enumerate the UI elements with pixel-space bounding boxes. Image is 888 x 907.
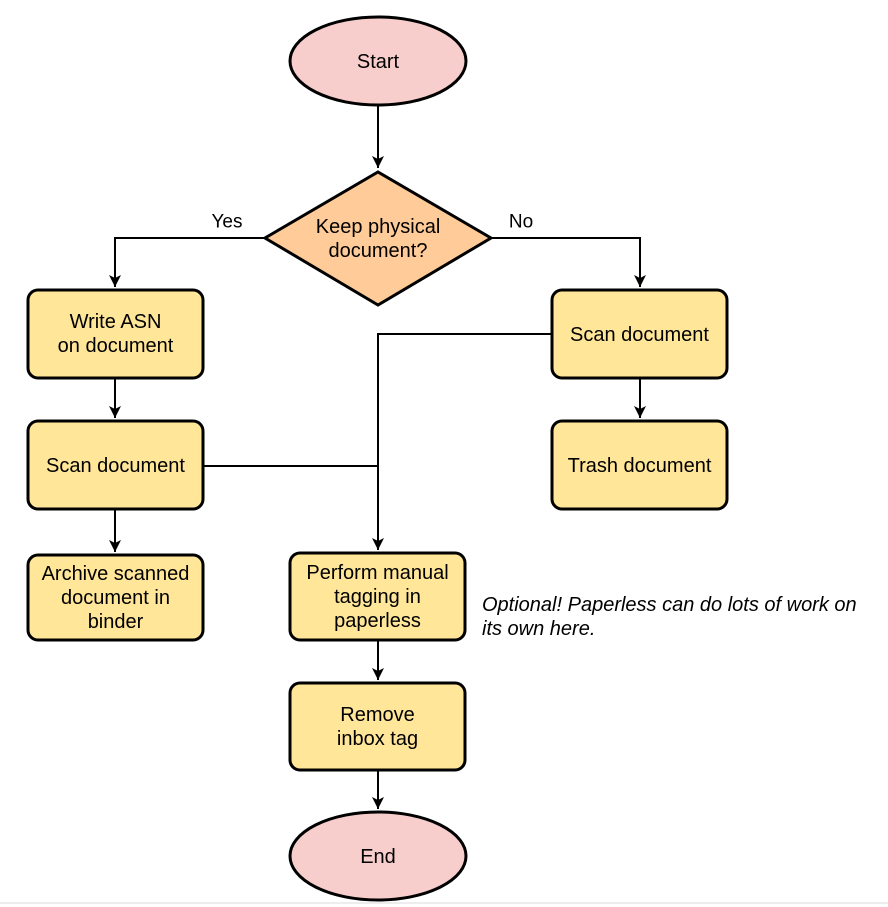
scan-right-label: Scan document	[570, 324, 709, 346]
annotation-line2: its own here.	[482, 618, 595, 640]
end-ellipse	[288, 810, 468, 902]
start-node: Start	[288, 15, 468, 107]
archive-label-line1: Archive scanned	[42, 563, 190, 585]
scan-left-box	[26, 419, 205, 511]
start-ellipse	[288, 15, 468, 107]
remove-inbox-box	[288, 681, 467, 772]
viewport-bottom-edge	[0, 902, 888, 904]
scan-right-box	[550, 288, 729, 380]
edge-group	[109, 105, 646, 809]
trash-node: Trash document	[550, 419, 729, 511]
trash-label: Trash document	[568, 455, 712, 477]
tagging-label-line1: Perform manual	[306, 562, 448, 584]
scan-left-label: Scan document	[46, 455, 185, 477]
edge-label-yes: Yes	[212, 212, 243, 233]
remove-inbox-node: Remove inbox tag	[288, 681, 467, 772]
archive-node: Archive scanned document in binder	[26, 553, 205, 642]
archive-label-line3: binder	[88, 611, 144, 633]
decision-label-line2: document?	[329, 240, 428, 262]
tagging-box	[288, 551, 467, 642]
decision-label-line1: Keep physical	[316, 216, 441, 238]
tagging-label-line3: paperless	[334, 610, 421, 632]
edge-decision-no-to-scan-right	[491, 237, 646, 287]
archive-box	[26, 553, 205, 642]
write-asn-label-line2: on document	[58, 335, 174, 357]
tagging-label-line2: tagging in	[334, 586, 421, 608]
end-label: End	[360, 846, 396, 868]
edge-decision-yes-to-write-asn	[109, 237, 265, 287]
edge-label-no: No	[509, 212, 533, 233]
trash-box	[550, 419, 729, 511]
tagging-node: Perform manual tagging in paperless	[288, 551, 467, 642]
scan-left-node: Scan document	[26, 419, 205, 511]
annotation-line1: Optional! Paperless can do lots of work …	[482, 594, 857, 616]
scan-right-node: Scan document	[550, 288, 729, 380]
end-node: End	[288, 810, 468, 902]
write-asn-box	[26, 288, 205, 380]
decision-diamond	[262, 170, 494, 307]
decision-node: Keep physical document?	[262, 170, 494, 307]
edge-scan-right-to-tagging	[372, 333, 552, 550]
remove-inbox-label-line2: inbox tag	[337, 728, 418, 750]
annotation: Optional! Paperless can do lots of work …	[482, 594, 857, 640]
write-asn-label-line1: Write ASN	[70, 311, 162, 333]
start-label: Start	[357, 51, 400, 73]
remove-inbox-label-line1: Remove	[340, 704, 414, 726]
archive-label-line2: document in	[61, 587, 170, 609]
write-asn-node: Write ASN on document	[26, 288, 205, 380]
